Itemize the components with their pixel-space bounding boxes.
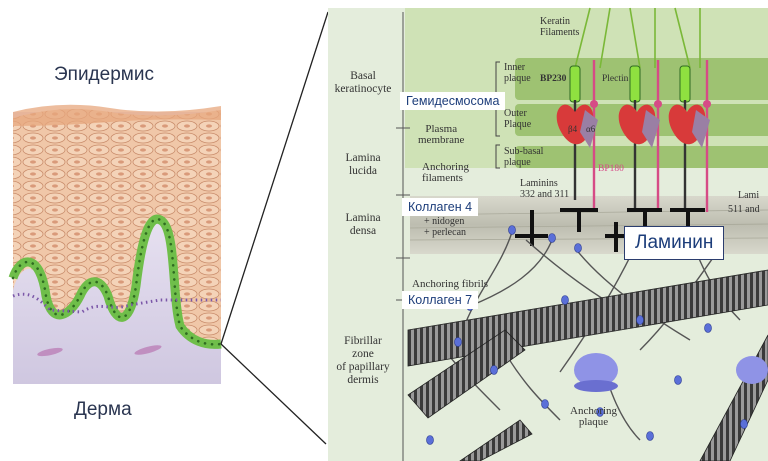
bmz-panel bbox=[328, 7, 768, 461]
plasma-membrane-label: Plasma membrane bbox=[418, 123, 465, 146]
collagen7-tag: Коллаген 7 bbox=[402, 291, 479, 309]
plectin-label: Plectin bbox=[602, 74, 629, 84]
anchoring-plaque-label: Anchoring plaque bbox=[570, 405, 618, 428]
anchoring-fibrils-label: Anchoring fibrils bbox=[412, 278, 489, 290]
laminins-label: Laminins 332 and 311 bbox=[520, 178, 570, 200]
inner-plaque-label: Inner plaque bbox=[504, 62, 531, 84]
epidermis-label: Эпидермис bbox=[54, 64, 154, 85]
hemidesmosome-units bbox=[556, 60, 711, 212]
laminin-tag: Ламинин bbox=[624, 226, 725, 260]
lami2-label: 511 and bbox=[728, 204, 760, 215]
zoom-line-bottom bbox=[220, 343, 327, 445]
bp180-label: BP180 bbox=[598, 164, 624, 174]
collagen4-tag: Коллаген 4 bbox=[402, 198, 479, 216]
collagen-fibers bbox=[407, 269, 768, 461]
basal-keratinocyte-label: Basal keratinocyte bbox=[334, 70, 392, 95]
skin-section bbox=[8, 104, 223, 384]
a6-label: α6 bbox=[586, 124, 596, 134]
dermis-label: Дерма bbox=[74, 399, 132, 420]
anchoring-filaments-label: Anchoring filaments bbox=[422, 161, 470, 184]
fibrillar-zone-label: Fibrillar zone of papillary dermis bbox=[336, 335, 390, 386]
zoom-line-top bbox=[220, 11, 329, 345]
bp230-label: BP230 bbox=[540, 74, 567, 84]
lamina-lucida-label: Lamina lucida bbox=[345, 152, 381, 177]
outer-plaque-label: Outer Plaque bbox=[504, 108, 532, 130]
b4-label: β4 bbox=[568, 124, 578, 134]
sub-basal-label: Sub-basal plaque bbox=[504, 146, 544, 168]
collagen-beads bbox=[426, 225, 748, 445]
keratin-label: Keratin Filaments bbox=[540, 16, 580, 38]
anchoring-plaque bbox=[574, 353, 618, 387]
nidogen-label: + nidogen + perlecan bbox=[424, 216, 467, 238]
hemidesmosome-tag: Гемидесмосома bbox=[400, 92, 506, 110]
lami-label: Lami bbox=[738, 190, 760, 201]
lamina-densa-label: Lamina densa bbox=[345, 212, 381, 237]
